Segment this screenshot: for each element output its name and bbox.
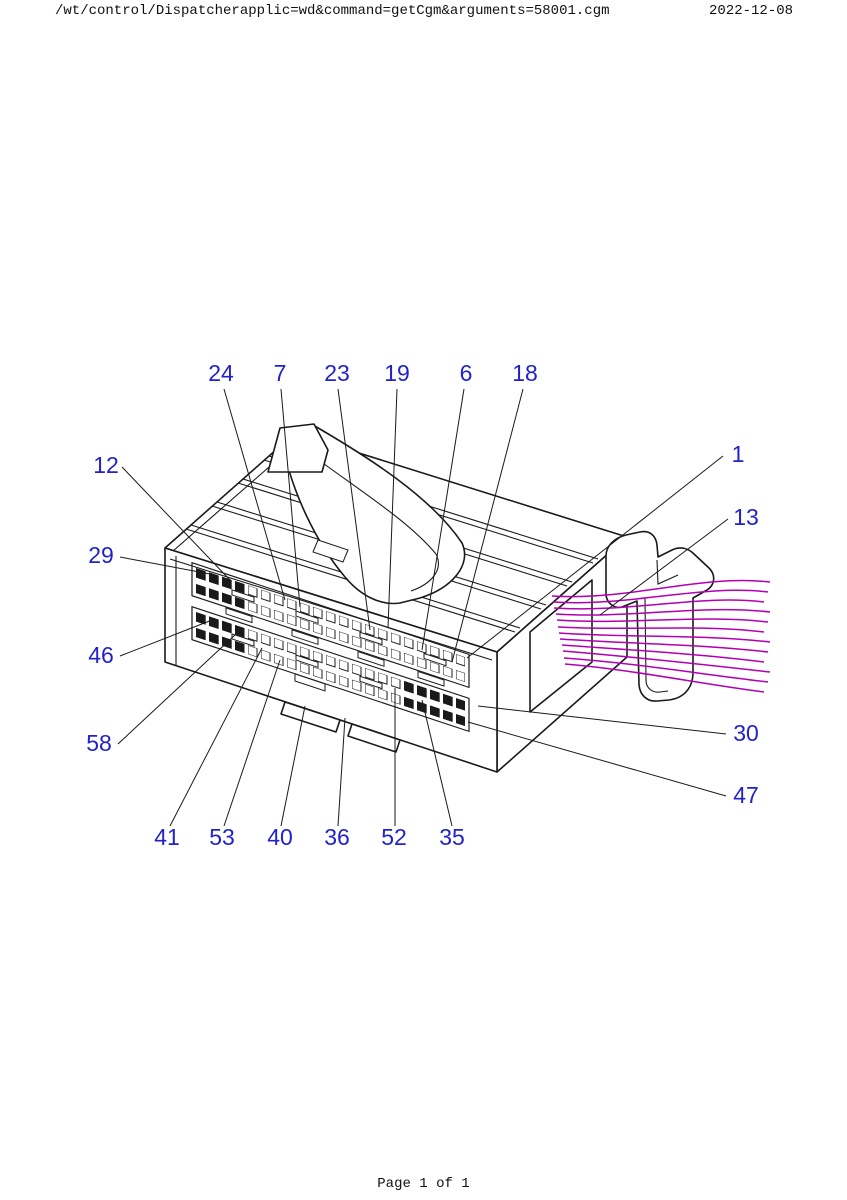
leader-line-46 (119, 619, 213, 657)
wire (556, 618, 769, 623)
callout-19: 19 (384, 360, 410, 386)
upper-dark-pins (196, 568, 244, 609)
callout-53: 53 (209, 824, 235, 850)
latch-tower (267, 423, 329, 473)
wire (561, 644, 765, 663)
lower-face-slot (294, 673, 326, 692)
latch-slot (312, 539, 349, 563)
leader-line-41 (169, 647, 263, 827)
leader-line-23 (337, 388, 371, 631)
front-face-top-rim (169, 558, 493, 661)
leader-line-7 (280, 388, 301, 608)
wire (555, 608, 771, 616)
callout-7: 7 (274, 360, 287, 386)
leader-line-53 (223, 659, 281, 827)
connector-drawing (164, 423, 771, 773)
header-path: /wt/control/Dispatcherapplic=wd&command=… (55, 3, 610, 19)
leader-line-35 (421, 699, 453, 827)
callout-41: 41 (154, 824, 180, 850)
header-date: 2022-12-08 (708, 3, 793, 19)
mounting-bracket (605, 530, 715, 702)
callout-13: 13 (733, 504, 759, 530)
leader-line-1 (466, 455, 724, 659)
wire (558, 632, 771, 643)
callout-52: 52 (381, 824, 407, 850)
lower-right-dark-pins (402, 680, 465, 727)
callout-35: 35 (439, 824, 465, 850)
callout-47: 47 (733, 782, 759, 808)
leader-line-58 (117, 634, 236, 745)
callout-18: 18 (512, 360, 538, 386)
leader-line-6 (421, 388, 465, 651)
latch (267, 423, 466, 605)
wire (553, 599, 765, 610)
callout-36: 36 (324, 824, 350, 850)
callout-40: 40 (267, 824, 293, 850)
wire (564, 663, 765, 693)
callout-46: 46 (88, 642, 114, 668)
leader-line-24 (223, 388, 286, 601)
leader-lines (117, 388, 729, 827)
page-header: /wt/control/Dispatcherapplic=wd&command=… (55, 3, 793, 19)
leader-line-47 (467, 721, 727, 797)
leader-line-13 (599, 518, 729, 616)
latch-lever (279, 424, 466, 605)
lower-left-dark-pins (196, 612, 244, 653)
leader-line-19 (387, 388, 398, 629)
callout-labels: 24 7 23 19 6 18 1 13 12 29 46 58 30 47 4… (86, 360, 759, 850)
callout-6: 6 (460, 360, 473, 386)
wire (562, 650, 771, 673)
leader-line-29 (119, 556, 211, 575)
leader-line-40 (280, 705, 306, 827)
callout-23: 23 (324, 360, 350, 386)
callout-1: 1 (732, 441, 745, 467)
wire-harness (551, 579, 771, 693)
wire (552, 589, 769, 604)
callout-12: 12 (93, 452, 119, 478)
leader-line-30 (477, 705, 727, 735)
wire (557, 626, 765, 633)
leader-line-18 (451, 388, 524, 663)
leader-line-36 (337, 717, 346, 827)
leader-line-12 (121, 466, 231, 581)
bottom-tab-2 (347, 723, 401, 753)
page-number-label: Page 1 of 1 (377, 1176, 470, 1192)
wire (559, 638, 769, 653)
pin-band-lower (191, 605, 470, 733)
mid-key-slots (225, 607, 445, 687)
wire (563, 657, 769, 683)
page-footer: Page 1 of 1 (0, 1176, 847, 1192)
callout-30: 30 (733, 720, 759, 746)
callout-29: 29 (88, 542, 114, 568)
callout-58: 58 (86, 730, 112, 756)
wire (551, 579, 771, 598)
callout-24: 24 (208, 360, 234, 386)
bottom-tab-1 (280, 701, 341, 733)
pin-band-upper (191, 561, 470, 689)
